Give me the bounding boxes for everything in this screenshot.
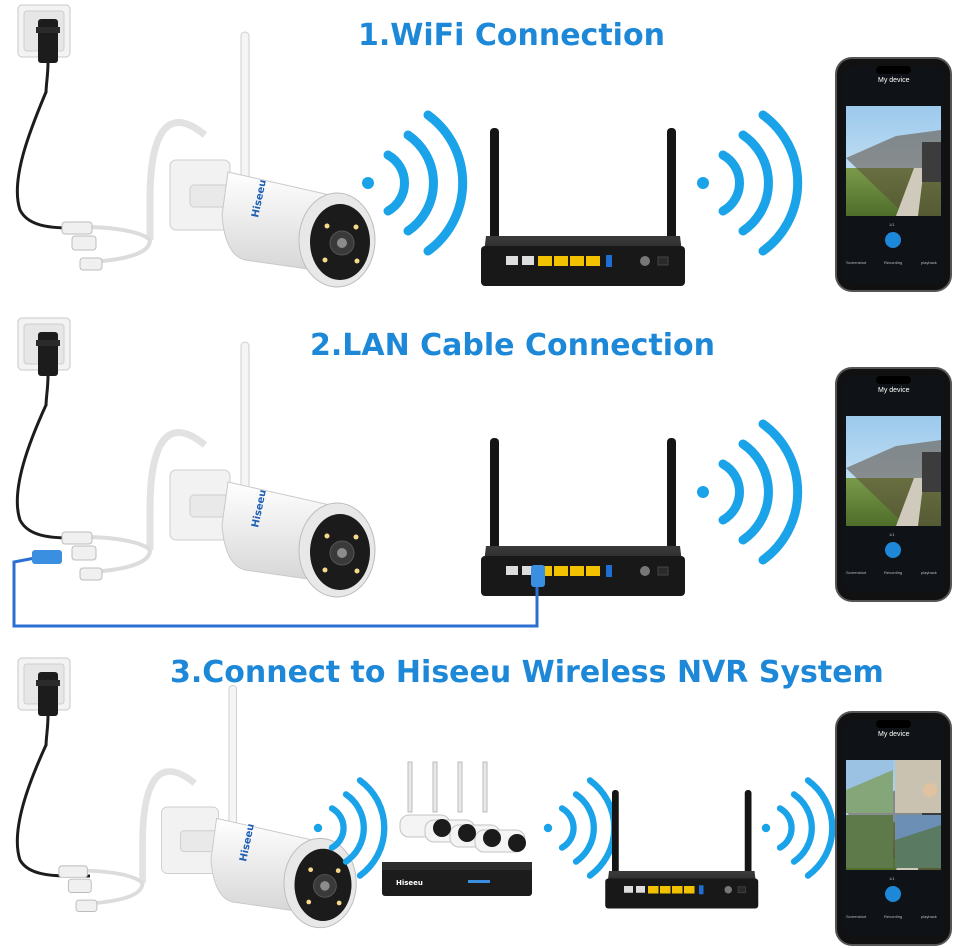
phone-button-screenshot: Screenshot [846, 914, 867, 919]
wifi-signal-icon [697, 115, 798, 251]
wifi-signal-icon [762, 780, 832, 875]
wifi-signal-icon [697, 424, 798, 560]
smartphone [835, 367, 952, 602]
phone-button-screenshot: Screenshot [846, 570, 867, 575]
power-cable [15, 744, 91, 878]
lan-connector [32, 550, 62, 564]
wall-plug [16, 316, 72, 408]
phone-button-recording: Recording [884, 260, 902, 265]
phone-button-playback: playback [921, 914, 937, 919]
wifi-signal-icon [362, 115, 463, 251]
router [480, 127, 686, 287]
phone-button-recording: Recording [884, 570, 902, 575]
phone-header: My device [878, 77, 910, 84]
phone-header: My device [878, 387, 910, 394]
microphone-icon [885, 542, 901, 558]
nvr-kit [382, 761, 532, 896]
camera [59, 685, 356, 927]
phone-button-playback: playback [921, 260, 937, 265]
lan-cable [12, 556, 539, 628]
microphone-icon [885, 232, 901, 248]
smartphone [835, 711, 952, 946]
phone-page-indicator: 1/1 [889, 876, 895, 881]
lan-connector [531, 565, 545, 587]
section-title-wifi: 1.WiFi Connection [358, 18, 665, 53]
smartphone [835, 57, 952, 292]
phone-header: My device [878, 731, 910, 738]
phone-button-playback: playback [921, 570, 937, 575]
wall-plug [16, 656, 72, 748]
camera [62, 342, 375, 597]
power-cable [15, 404, 91, 540]
camera [62, 32, 375, 287]
microphone-icon [885, 886, 901, 902]
section-title-lan: 2.LAN Cable Connection [310, 328, 716, 363]
phone-button-recording: Recording [884, 914, 902, 919]
power-cable [15, 91, 91, 230]
router [480, 437, 686, 597]
nvr-brand-label: Hiseeu [396, 879, 423, 887]
wifi-signal-icon [544, 780, 614, 875]
wall-plug [16, 3, 72, 95]
phone-page-indicator: 1/1 [889, 532, 895, 537]
phone-button-screenshot: Screenshot [846, 260, 867, 265]
section-title-nvr: 3.Connect to Hiseeu Wireless NVR System [170, 655, 884, 690]
router [604, 789, 759, 909]
phone-page-indicator: 1/1 [889, 222, 895, 227]
